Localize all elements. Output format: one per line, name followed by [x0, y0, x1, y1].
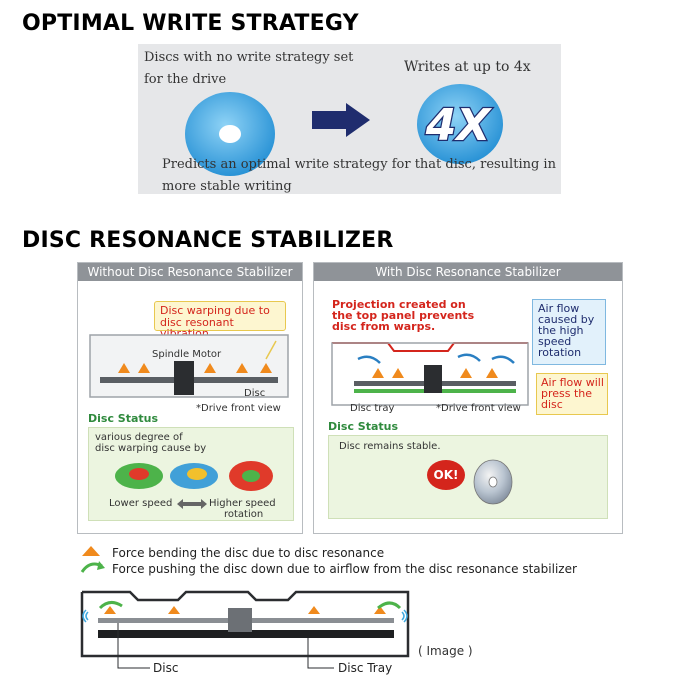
warping-callout: Disc warping due to disc resonant vibrat… — [154, 301, 286, 339]
warping-line2: disc resonant vibration — [160, 316, 234, 340]
airflow-line2: caused by — [538, 313, 595, 326]
press-callout: Air flow will press the disc — [536, 373, 608, 415]
warping-line1: Disc warping due to — [160, 304, 270, 317]
projection-line3: disc from warps. — [332, 320, 436, 333]
front-view-left: *Drive front view — [196, 403, 281, 414]
with-panel-title: With Disc Resonance Stabilizer — [314, 263, 622, 281]
ok-badge: OK! — [427, 460, 465, 490]
predict-line2: more stable writing — [162, 179, 292, 194]
speed-badge: 4X — [425, 100, 493, 151]
spindle-label: Spindle Motor — [152, 349, 222, 360]
press-line2: press the — [541, 387, 593, 400]
status-title-left: Disc Status — [88, 412, 159, 425]
optimal-panel: Discs with no write strategy set for the… — [138, 44, 561, 194]
optimal-heading: OPTIMAL WRITE STRATEGY — [22, 11, 359, 36]
without-drive-diagram — [89, 334, 289, 398]
projection-line1: Projection created on — [332, 298, 466, 311]
press-line3: disc — [541, 398, 563, 411]
with-drive-diagram — [331, 342, 529, 406]
4x-disc-icon: 4X — [417, 84, 503, 164]
speed-high2: rotation — [224, 509, 264, 520]
projection-line2: the top panel prevents — [332, 309, 475, 322]
legend-force-bending: Force bending the disc due to disc reson… — [112, 546, 385, 560]
airflow-line4: speed — [538, 335, 572, 348]
status-title-right: Disc Status — [328, 420, 399, 433]
status-box-left: various degree of disc warping cause by … — [88, 427, 294, 521]
orange-arrow-icon — [82, 546, 100, 556]
airflow-line1: Air flow — [538, 302, 580, 315]
bottom-tray-label: Disc Tray — [338, 661, 393, 675]
status-left-line1: various degree of — [95, 432, 183, 443]
legend-force-pushing: Force pushing the disc down due to airfl… — [112, 562, 577, 576]
status-box-right: Disc remains stable. OK! — [328, 435, 608, 519]
stable-disc-icon — [473, 459, 513, 505]
airflow-line5: rotation — [538, 346, 582, 359]
no-strategy-line2: for the drive — [144, 72, 227, 87]
speed-low: Lower speed — [109, 498, 173, 509]
warped-discs-icon — [115, 461, 273, 491]
tray-label-right: Disc tray — [350, 403, 395, 414]
press-line1: Air flow will — [541, 376, 604, 389]
front-view-right: *Drive front view — [436, 403, 521, 414]
without-panel-title: Without Disc Resonance Stabilizer — [78, 263, 302, 281]
status-right-text: Disc remains stable. — [339, 441, 441, 452]
status-left-line2: disc warping cause by — [95, 443, 207, 454]
image-note: ( Image ) — [418, 644, 473, 658]
airflow-callout: Air flow caused by the high speed rotati… — [532, 299, 606, 365]
airflow-line3: the high — [538, 324, 584, 337]
predict-line1: Predicts an optimal write strategy for t… — [162, 157, 556, 172]
without-panel: Without Disc Resonance Stabilizer Disc w… — [77, 262, 303, 534]
with-panel: With Disc Resonance Stabilizer Projectio… — [313, 262, 623, 534]
right-arrow-icon — [312, 103, 370, 137]
writes-label: Writes at up to 4x — [404, 59, 531, 75]
blank-disc-icon — [185, 92, 275, 176]
resonance-heading: DISC RESONANCE STABILIZER — [22, 228, 394, 253]
no-strategy-line1: Discs with no write strategy set — [144, 50, 354, 65]
bottom-drive-diagram — [80, 590, 410, 669]
speed-high: Higher speed — [209, 498, 276, 509]
double-arrow-icon — [177, 499, 207, 509]
bottom-disc-label: Disc — [153, 661, 179, 675]
green-arrow-icon — [80, 561, 105, 573]
disc-label-left: Disc — [244, 388, 266, 399]
